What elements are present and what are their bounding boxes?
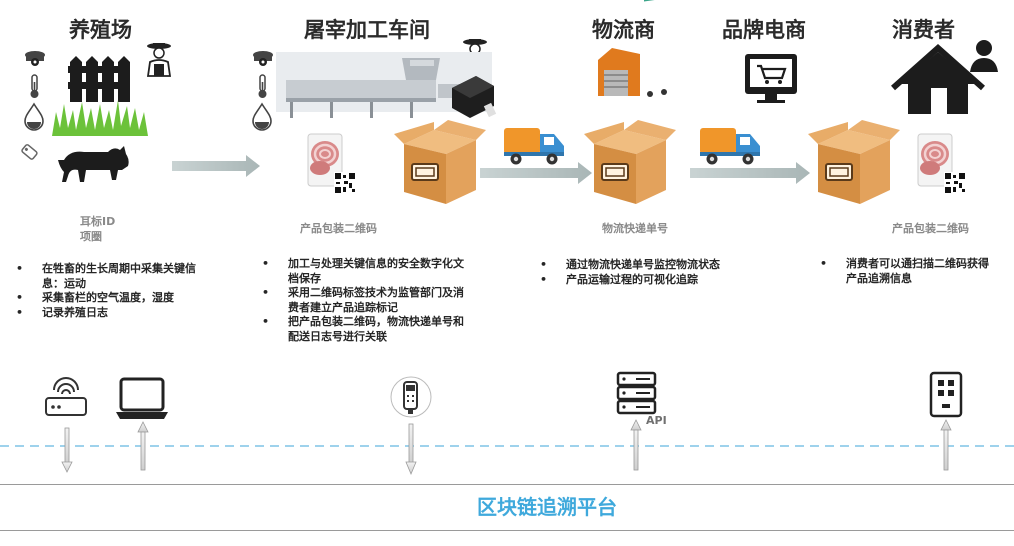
blockchain-platform-band (0, 484, 1014, 531)
logistics-bullet-1: 通过物流快递单号监控物流状态 (540, 258, 724, 273)
router-icon (45, 377, 87, 416)
warehouse-icon (598, 0, 670, 97)
processing-bullet-3: 把产品包装二维码，物流快递单号和配送日志号进行关联 (262, 315, 472, 344)
house-icon (891, 40, 998, 114)
connector-arrows (61, 419, 952, 476)
bull-icon (58, 146, 129, 182)
ecommerce-title: 品牌电商 (722, 18, 806, 42)
qr-code-icon (944, 172, 966, 194)
smartphone-icon (929, 371, 963, 418)
truck-icon (504, 128, 564, 165)
ear-tag-icon (21, 144, 38, 160)
humidity-icon (252, 103, 272, 131)
laptop-icon (116, 377, 168, 419)
cardboard-box-icon (583, 119, 677, 205)
grass-icon (52, 100, 148, 136)
cardboard-box-icon (807, 119, 901, 205)
farm-bullet-1: 在牲畜的生长周期中采集关键信息：运动 (16, 262, 204, 291)
processing-bullet-1: 加工与处理关键信息的安全数字化文档保存 (262, 257, 472, 286)
thermometer-icon (29, 74, 40, 99)
tracking-number-label: 物流快递单号 (602, 222, 668, 235)
consumer-title: 消费者 (892, 18, 955, 42)
humidity-icon (24, 103, 44, 131)
farm-bullets: 在牲畜的生长周期中采集关键信息：运动 采集畜栏的空气温度，湿度 记录养殖日志 (14, 262, 204, 320)
logistics-title: 物流商 (592, 18, 655, 42)
processing-title: 屠宰加工车间 (304, 18, 430, 42)
scanner-icon (390, 376, 432, 418)
package-qr-label: 产品包装二维码 (300, 222, 377, 235)
label-printer-icon (452, 76, 497, 118)
consumer-bullets: 消费者可以通扫描二维码获得产品追溯信息 (818, 257, 998, 286)
processing-bullets: 加工与处理关键信息的安全数字化文档保存 采用二维码标签技术为监管部门及消费者建立… (260, 257, 472, 344)
logistics-bullet-2: 产品运输过程的可视化追踪 (540, 273, 724, 288)
farmer-icon (146, 42, 172, 77)
api-label: API (646, 414, 667, 427)
processing-bullet-2: 采用二维码标签技术为监管部门及消费者建立产品追踪标记 (262, 286, 472, 315)
consumer-qr-label: 产品包装二维码 (892, 222, 969, 235)
qr-code-icon (334, 172, 356, 194)
consumer-bullet-1: 消费者可以通扫描二维码获得产品追溯信息 (820, 257, 998, 286)
ear-tag-label: 耳标ID 项圈 (80, 215, 116, 243)
farm-bullet-3: 记录养殖日志 (16, 306, 204, 321)
thermometer-icon (257, 74, 268, 99)
truck-icon (700, 128, 760, 165)
camera-icon (25, 51, 45, 66)
flow-arrow-2 (480, 162, 592, 184)
camera-icon (253, 51, 273, 66)
fence-icon (68, 56, 130, 102)
server-icon (616, 371, 657, 415)
cardboard-box-icon (393, 119, 487, 205)
flow-arrow-3 (690, 162, 810, 184)
platform-title: 区块链追溯平台 (477, 495, 617, 519)
farm-bullet-2: 采集畜栏的空气温度，湿度 (16, 291, 204, 306)
farm-title: 养殖场 (69, 18, 132, 42)
logistics-bullets: 通过物流快递单号监控物流状态 产品运输过程的可视化追踪 (538, 258, 724, 287)
flow-arrow-1 (172, 155, 260, 177)
shop-monitor-icon (745, 54, 797, 103)
